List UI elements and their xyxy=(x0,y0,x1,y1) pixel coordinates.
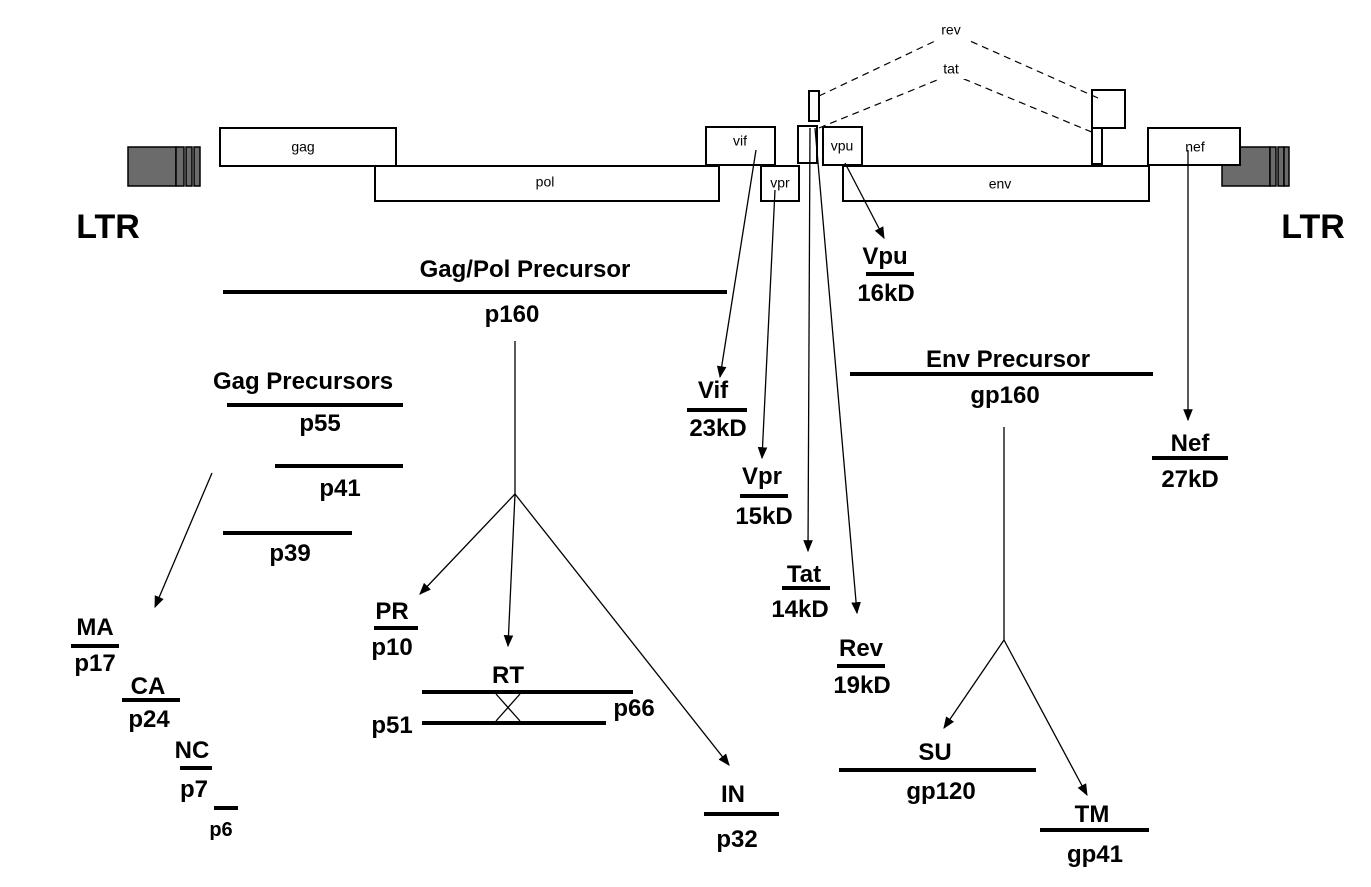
p7-label: p7 xyxy=(180,776,208,803)
arrow-to-pr xyxy=(419,493,516,595)
arrow-to-tat xyxy=(803,127,813,553)
pol-products: PR p10 RT p51 p66 IN p32 xyxy=(371,598,779,853)
ma-label: MA xyxy=(76,614,113,641)
env-precursor: Env Precursor gp160 SU gp120 TM gp41 xyxy=(839,346,1153,868)
tat-rev-exon1-upper xyxy=(808,90,820,122)
p6-label: p6 xyxy=(209,819,232,841)
arrow-to-vpr xyxy=(757,189,776,460)
ltr-right-label: LTR xyxy=(1281,208,1345,246)
p51-label: p51 xyxy=(371,712,412,739)
p24-label: p24 xyxy=(128,706,170,733)
vif-gene-box xyxy=(705,126,776,166)
nef-gene-box xyxy=(1147,127,1241,166)
p66-label: p66 xyxy=(613,695,654,722)
ca-label: CA xyxy=(131,673,166,700)
tm-label: TM xyxy=(1075,801,1110,828)
nef-size-label: 27kD xyxy=(1161,466,1218,493)
tat-rev-exon1-lower xyxy=(797,125,818,164)
tat-size-label: 14kD xyxy=(771,596,828,623)
gag-gene-box xyxy=(219,127,397,167)
ltr-right-block xyxy=(1221,146,1290,187)
env-title: Env Precursor xyxy=(926,346,1090,373)
gagpol-precursor: Gag/Pol Precursor p160 xyxy=(223,256,730,766)
p17-label: p17 xyxy=(74,650,115,677)
nef-gene-label: nef xyxy=(1185,139,1205,155)
arrow-to-tm xyxy=(1003,639,1088,797)
gp120-label: gp120 xyxy=(906,778,975,805)
su-label: SU xyxy=(918,739,951,766)
ltr-left-block xyxy=(127,146,201,187)
accessory-proteins: Vif 23kD Vpr 15kD Tat 14kD Rev 19kD Vpu … xyxy=(687,127,1228,699)
p32-label: p32 xyxy=(716,826,757,853)
pol-gene-label: pol xyxy=(536,174,555,190)
vif-size-label: 23kD xyxy=(689,415,746,442)
pol-gene-box xyxy=(374,165,720,202)
gag-precursors: Gag Precursors p55 p41 p39 xyxy=(154,368,403,609)
rev-splice-label: rev xyxy=(941,22,960,38)
tat-protein-label: Tat xyxy=(787,561,821,588)
nef-protein-label: Nef xyxy=(1171,430,1211,457)
gag-gene-label: gag xyxy=(291,139,314,155)
arrow-to-rt xyxy=(503,493,516,648)
vpr-size-label: 15kD xyxy=(735,503,792,530)
vif-protein-label: Vif xyxy=(698,377,729,404)
gp41-label: gp41 xyxy=(1067,841,1123,868)
rt-label: RT xyxy=(492,662,524,689)
arrow-to-ma xyxy=(154,472,213,609)
rev-protein-label: Rev xyxy=(839,635,884,662)
vpu-gene-label: vpu xyxy=(831,138,854,154)
vpu-gene-box xyxy=(822,126,863,166)
p41-label: p41 xyxy=(319,475,360,502)
p55-label: p55 xyxy=(299,410,340,437)
tat-rev-exon2-lower xyxy=(1091,127,1103,165)
pr-label: PR xyxy=(375,598,408,625)
arrow-to-in xyxy=(514,493,730,766)
rt-cross-line-2 xyxy=(495,693,521,722)
p39-label: p39 xyxy=(269,540,310,567)
arrow-to-vpu xyxy=(844,162,885,240)
vpu-size-label: 16kD xyxy=(857,280,914,307)
gp160-label: gp160 xyxy=(970,382,1039,409)
genome-map: LTR LTR gag pol vif vpr vpu env nef xyxy=(76,22,1345,246)
rev-size-label: 19kD xyxy=(833,672,890,699)
vpr-protein-label: Vpr xyxy=(742,463,782,490)
tat-rev-exon2-upper xyxy=(1091,89,1126,129)
vpu-protein-label: Vpu xyxy=(862,243,907,270)
p10-label: p10 xyxy=(371,634,412,661)
vpr-gene-label: vpr xyxy=(770,175,790,191)
tat-splice-label: tat xyxy=(943,61,959,77)
ltr-left-label: LTR xyxy=(76,208,140,246)
arrow-to-vif xyxy=(716,149,757,379)
vpr-gene-box xyxy=(760,165,800,202)
in-label: IN xyxy=(721,781,745,808)
nc-label: NC xyxy=(175,737,210,764)
arrow-to-rev xyxy=(814,127,861,615)
gag-precursors-title: Gag Precursors xyxy=(213,368,393,395)
env-gene-box xyxy=(842,165,1150,202)
gag-products: MA p17 CA p24 NC p7 p6 xyxy=(71,614,238,841)
gagpol-size: p160 xyxy=(485,301,540,328)
arrow-to-su xyxy=(943,639,1005,729)
tat-splice-line xyxy=(818,73,1095,134)
vif-gene-label: vif xyxy=(733,133,747,149)
env-gene-label: env xyxy=(989,176,1012,192)
gagpol-title: Gag/Pol Precursor xyxy=(420,256,631,283)
